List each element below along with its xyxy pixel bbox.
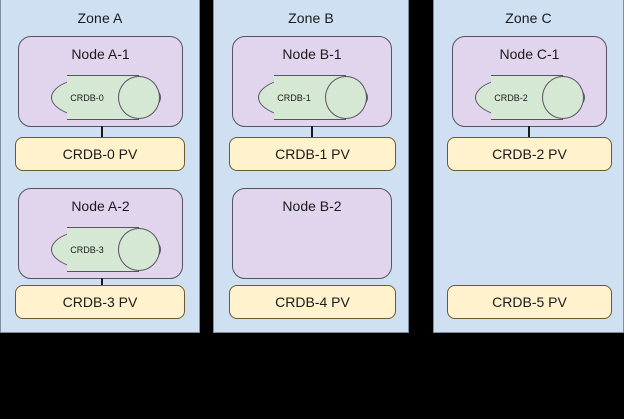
node-pv-connector	[311, 126, 313, 138]
node-pv-connector	[101, 278, 103, 290]
node-title: Node A-1	[71, 46, 130, 62]
node-title: Node B-2	[282, 198, 342, 214]
database-cylinder-crdb-0[interactable]: CRDB-0	[51, 75, 161, 120]
node-node-b-2[interactable]: Node B-2	[232, 188, 392, 279]
pv-crdb-1-pv[interactable]: CRDB-1 PV	[229, 137, 396, 171]
node-pv-connector	[528, 126, 530, 138]
pv-label: CRDB-5 PV	[492, 294, 567, 310]
zone-title: Zone A	[77, 10, 123, 26]
database-cylinder-crdb-2[interactable]: CRDB-2	[475, 75, 585, 120]
node-title: Node C-1	[499, 46, 560, 62]
pv-label: CRDB-4 PV	[275, 294, 350, 310]
pv-crdb-4-pv[interactable]: CRDB-4 PV	[229, 285, 396, 319]
cylinder-cap	[325, 76, 367, 119]
pv-label: CRDB-1 PV	[275, 146, 350, 162]
node-title: Node A-2	[71, 198, 130, 214]
database-label: CRDB-0	[70, 92, 104, 103]
zone-title: Zone C	[505, 10, 552, 26]
pv-crdb-3-pv[interactable]: CRDB-3 PV	[15, 285, 185, 319]
node-pv-connector	[101, 126, 103, 138]
node-title: Node B-1	[282, 46, 342, 62]
cylinder-cap	[118, 228, 160, 271]
database-label: CRDB-1	[277, 92, 311, 103]
pv-label: CRDB-3 PV	[62, 294, 138, 310]
database-label: CRDB-3	[70, 244, 104, 255]
zone-title: Zone B	[288, 10, 334, 26]
pv-crdb-0-pv[interactable]: CRDB-0 PV	[15, 137, 185, 171]
database-label: CRDB-2	[494, 92, 528, 103]
database-cylinder-crdb-1[interactable]: CRDB-1	[258, 75, 368, 120]
database-cylinder-crdb-3[interactable]: CRDB-3	[51, 227, 161, 272]
pv-label: CRDB-0 PV	[62, 146, 138, 162]
pv-crdb-2-pv[interactable]: CRDB-2 PV	[447, 137, 612, 171]
cylinder-cap	[542, 76, 584, 119]
pv-label: CRDB-2 PV	[492, 146, 567, 162]
pv-crdb-5-pv[interactable]: CRDB-5 PV	[447, 285, 612, 319]
cylinder-cap	[118, 76, 160, 119]
